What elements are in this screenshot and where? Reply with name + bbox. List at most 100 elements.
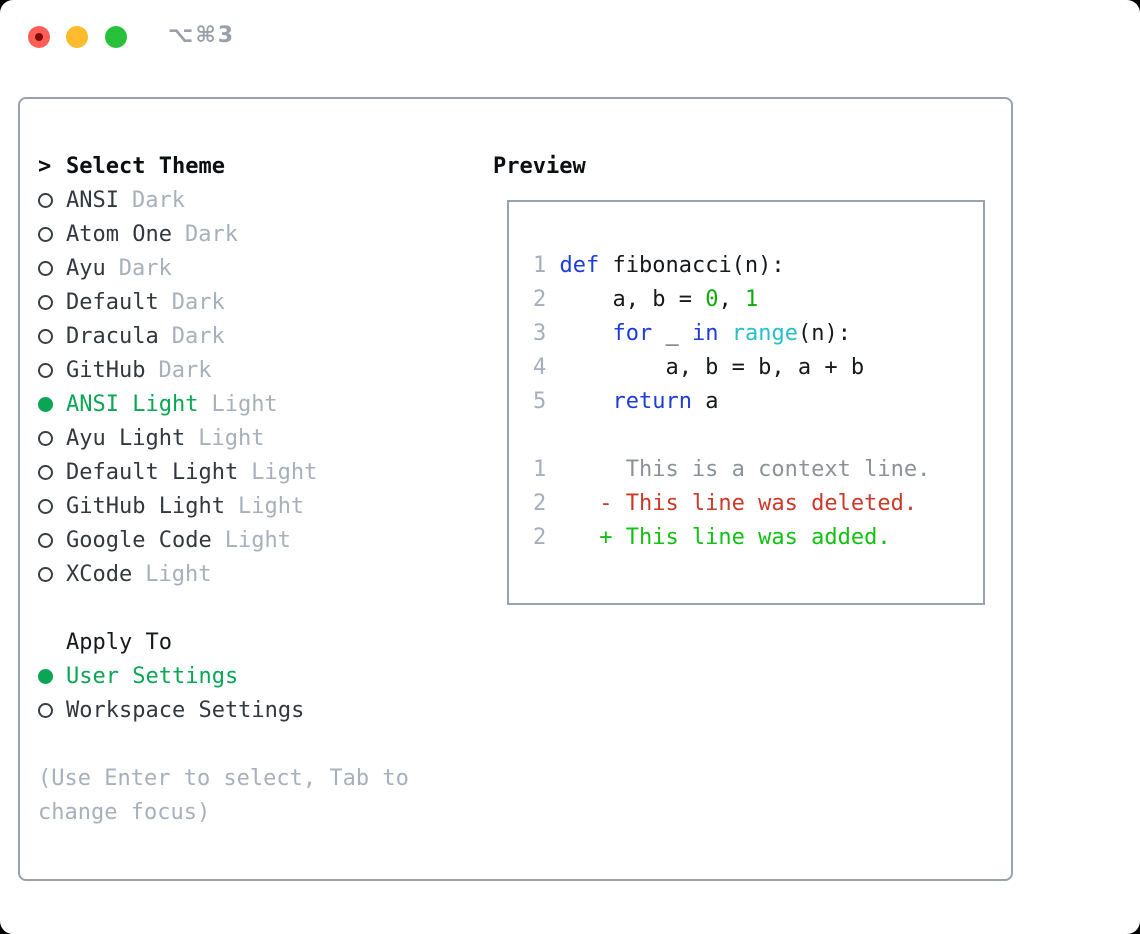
theme-variant-label: Light bbox=[251, 459, 318, 485]
radio-unselected-icon bbox=[38, 702, 53, 718]
line-number: 5 bbox=[533, 389, 547, 414]
spacer bbox=[38, 727, 409, 761]
theme-name: Dracula bbox=[66, 323, 159, 349]
theme-variant-label: Dark bbox=[118, 255, 172, 281]
code-token: def bbox=[559, 253, 600, 278]
radio-unselected-icon bbox=[38, 430, 53, 446]
theme-name: XCode bbox=[66, 561, 133, 587]
theme-variant-label: Dark bbox=[184, 221, 238, 247]
radio-unselected-icon bbox=[38, 226, 53, 242]
theme-variant-label: Light bbox=[211, 391, 278, 417]
apply-option-user-settings[interactable]: User Settings bbox=[38, 659, 409, 693]
preview-line: 2 a, b = 0, 1 bbox=[533, 283, 930, 317]
theme-option-default[interactable]: Default Dark bbox=[38, 285, 409, 319]
line-number: 2 bbox=[533, 287, 547, 312]
theme-name: Default bbox=[66, 289, 159, 315]
preview-header: Preview bbox=[493, 153, 586, 179]
code-token: for bbox=[612, 321, 653, 346]
apply-to-header: Apply To bbox=[66, 629, 172, 655]
theme-option-ayu[interactable]: Ayu Dark bbox=[38, 251, 409, 285]
radio-unselected-icon bbox=[38, 294, 53, 310]
theme-variant-label: Dark bbox=[158, 357, 212, 383]
line-number: 3 bbox=[533, 321, 547, 346]
theme-option-xcode[interactable]: XCode Light bbox=[38, 557, 409, 591]
theme-name: Default Light bbox=[66, 459, 239, 485]
theme-option-github-light[interactable]: GitHub Light Light bbox=[38, 489, 409, 523]
radio-unselected-icon bbox=[38, 498, 53, 514]
help-text: (Use Enter to select, Tab to bbox=[38, 765, 409, 791]
minimize-button[interactable] bbox=[66, 26, 88, 48]
line-number: 2 bbox=[533, 525, 547, 550]
code-token bbox=[559, 389, 612, 414]
preview-line: 2 - This line was deleted. bbox=[533, 487, 930, 521]
code-token: 0 bbox=[705, 287, 719, 312]
theme-option-atom-one[interactable]: Atom One Dark bbox=[38, 217, 409, 251]
preview-line bbox=[533, 419, 930, 453]
code-token: , bbox=[718, 287, 745, 312]
help-text: change focus) bbox=[38, 799, 211, 825]
code-token: a, b = bbox=[559, 287, 706, 312]
theme-variant-label: Light bbox=[224, 527, 291, 553]
maximize-button[interactable] bbox=[105, 26, 127, 48]
line-number: 2 bbox=[533, 491, 547, 516]
window-title: ⌥⌘3 bbox=[168, 23, 236, 48]
preview-line: 1 def fibonacci(n): bbox=[533, 249, 930, 283]
theme-option-github[interactable]: GitHub Dark bbox=[38, 353, 409, 387]
code-token: fibonacci(n): bbox=[599, 253, 785, 278]
help-text-block: (Use Enter to select, Tab to change focus… bbox=[38, 761, 409, 829]
select-theme-header: Select Theme bbox=[66, 153, 225, 179]
apply-option-label: User Settings bbox=[66, 663, 239, 689]
theme-option-default-light[interactable]: Default Light Light bbox=[38, 455, 409, 489]
preview-line: 1 This is a context line. bbox=[533, 453, 930, 487]
code-token bbox=[718, 321, 731, 346]
code-token bbox=[559, 321, 612, 346]
theme-option-ayu-light[interactable]: Ayu Light Light bbox=[38, 421, 409, 455]
line-number: 4 bbox=[533, 355, 547, 380]
theme-option-dracula[interactable]: Dracula Dark bbox=[38, 319, 409, 353]
code-token: (n): bbox=[797, 321, 851, 346]
radio-selected-icon bbox=[38, 396, 53, 412]
select-theme-header-row: > Select Theme bbox=[38, 149, 409, 183]
radio-unselected-icon bbox=[38, 362, 53, 378]
theme-variant-label: Light bbox=[198, 425, 265, 451]
line-number: 1 bbox=[533, 253, 547, 278]
radio-unselected-icon bbox=[38, 260, 53, 276]
radio-unselected-icon bbox=[38, 532, 53, 548]
theme-name: GitHub bbox=[66, 357, 146, 383]
radio-selected-icon bbox=[38, 668, 53, 684]
code-token: return bbox=[612, 389, 692, 414]
theme-name: Ayu Light bbox=[66, 425, 186, 451]
spacer bbox=[38, 591, 409, 625]
preview-line: 4 a, b = b, a + b bbox=[533, 351, 930, 385]
theme-variant-label: Light bbox=[237, 493, 305, 519]
code-token: range bbox=[731, 321, 798, 346]
theme-name: GitHub Light bbox=[66, 493, 225, 519]
code-token: a bbox=[691, 389, 719, 414]
code-token: _ bbox=[652, 321, 692, 346]
theme-variant-label: Dark bbox=[171, 323, 225, 349]
theme-name: ANSI bbox=[66, 187, 119, 213]
theme-name: Atom One bbox=[66, 221, 172, 247]
code-token: - This line was deleted. bbox=[559, 491, 918, 516]
close-button[interactable] bbox=[28, 26, 50, 48]
apply-option-workspace-settings[interactable]: Workspace Settings bbox=[38, 693, 409, 727]
code-token: + This line was added. bbox=[559, 525, 891, 550]
theme-variant-label: Light bbox=[145, 561, 212, 587]
theme-variant-label: Dark bbox=[171, 289, 225, 315]
radio-unselected-icon bbox=[38, 328, 53, 344]
apply-option-label: Workspace Settings bbox=[66, 697, 305, 723]
code-token: This is a context line. bbox=[559, 457, 931, 482]
preview-line: 5 return a bbox=[533, 385, 930, 419]
theme-name: Ayu bbox=[66, 255, 106, 281]
radio-unselected-icon bbox=[38, 566, 53, 582]
